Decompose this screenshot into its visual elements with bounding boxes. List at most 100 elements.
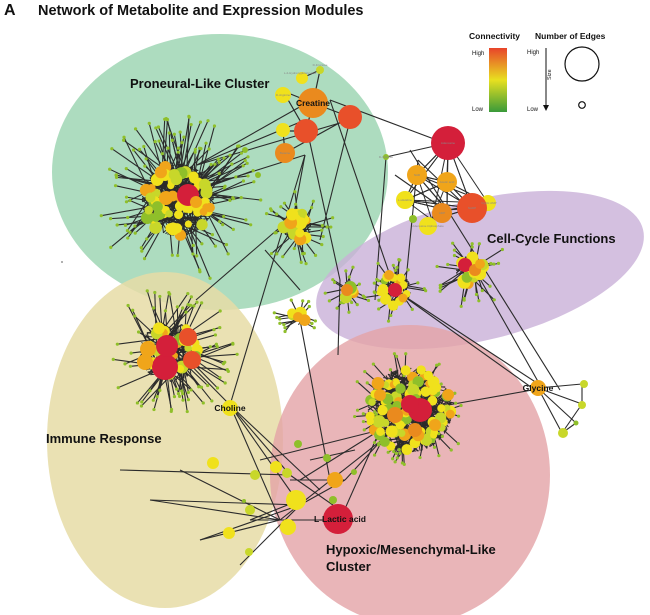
network-edge [374, 156, 387, 301]
leaf-node [216, 157, 220, 161]
gene-node [149, 221, 162, 234]
leaf-node [249, 223, 253, 227]
network-edge [537, 387, 577, 424]
node-label-nad: NAD [414, 173, 421, 177]
metabolite-node [558, 428, 568, 438]
metabolite-node [276, 123, 290, 137]
leaf-node [301, 252, 305, 256]
leaf-node [304, 262, 308, 266]
network-edge [339, 429, 381, 521]
leaf-node [239, 151, 244, 155]
leaf-node [228, 153, 232, 157]
leaf-node [283, 326, 287, 330]
leaf-node [459, 304, 463, 308]
gene-node [365, 411, 375, 421]
network-edge [537, 387, 563, 434]
leaf-node [217, 160, 221, 164]
leaf-node [275, 315, 279, 320]
metabolite-node [245, 548, 253, 556]
leaf-node [397, 448, 401, 452]
network-edge [394, 289, 541, 386]
leaf-node [139, 246, 143, 250]
leaf-node [109, 217, 113, 221]
leaf-node [140, 249, 144, 253]
leaf-node [438, 289, 442, 293]
leaf-node [177, 394, 182, 398]
leaf-node [393, 268, 398, 273]
gene-node [167, 181, 175, 190]
leaf-node [307, 304, 311, 309]
leaf-node [376, 261, 380, 266]
leaf-node [311, 199, 315, 203]
leaf-node [252, 180, 256, 184]
leaf-node [372, 440, 377, 445]
gene-node [401, 444, 413, 455]
metabolite-node [351, 469, 357, 475]
leaf-node [191, 252, 195, 256]
node-label-d-glucose: D-Glucose [379, 155, 394, 159]
leaf-node [292, 246, 296, 251]
leaf-node [222, 156, 226, 160]
gene-node [416, 365, 426, 375]
leaf-node [361, 294, 365, 298]
leaf-node [480, 288, 484, 293]
network-edge [329, 99, 396, 291]
leaf-node [186, 398, 191, 402]
leaf-node [235, 352, 239, 356]
hub-node [398, 293, 408, 303]
leaf-node [136, 330, 141, 334]
node-label-betaine: Betaine [280, 151, 291, 155]
leaf-node [201, 401, 205, 405]
leaf-node [226, 252, 230, 256]
network-edge [304, 119, 341, 281]
leaf-node [470, 242, 474, 246]
leaf-node [259, 198, 263, 202]
hub-node [156, 335, 178, 357]
node-label-glycine: Glycine [523, 383, 554, 393]
node-label-adenosine-triphosphate: Adenosine triphosphate [412, 224, 444, 228]
network-edge [173, 134, 186, 191]
leaf-node [331, 216, 335, 220]
leaf-node [492, 262, 496, 266]
connectivity-gradient-bar [489, 48, 507, 112]
node-label-l-lactic-acid: L-Lactic acid [314, 514, 366, 524]
network-edge [199, 519, 281, 541]
leaf-node [449, 448, 453, 452]
gene-node [184, 344, 192, 352]
hub-node [388, 283, 402, 297]
gene-node [395, 420, 405, 430]
metabolite-node-choline [222, 400, 238, 416]
leaf-node [293, 190, 297, 194]
leaf-node [180, 140, 184, 145]
leaf-node [500, 247, 504, 252]
leaf-node [389, 313, 393, 318]
gene-node [399, 280, 408, 290]
leaf-node [269, 251, 274, 256]
gene-node [395, 383, 406, 394]
leaf-node [435, 264, 439, 269]
leaf-node [454, 401, 458, 405]
leaf-node [301, 299, 305, 303]
metabolite-node-adp [432, 203, 452, 223]
gene-node [196, 219, 208, 231]
leaf-node [181, 392, 185, 396]
leaf-node [137, 147, 142, 151]
leaf-node [176, 253, 180, 258]
leaf-node [181, 398, 185, 402]
leaf-node [116, 386, 120, 390]
leaf-node [212, 327, 216, 332]
leaf-node [372, 453, 377, 457]
legend-edges-high: High [527, 50, 539, 56]
leaf-node [323, 291, 327, 295]
hub-node [137, 354, 153, 370]
metabolite-node [255, 172, 261, 178]
leaf-node [226, 369, 230, 374]
leaf-node [206, 119, 210, 123]
legend-small-circle [578, 101, 586, 109]
leaf-node [208, 345, 212, 349]
leaf-node [218, 219, 222, 224]
gene-node [420, 386, 431, 397]
leaf-node [391, 263, 395, 267]
leaf-node [152, 306, 156, 310]
leaf-node [231, 227, 235, 232]
